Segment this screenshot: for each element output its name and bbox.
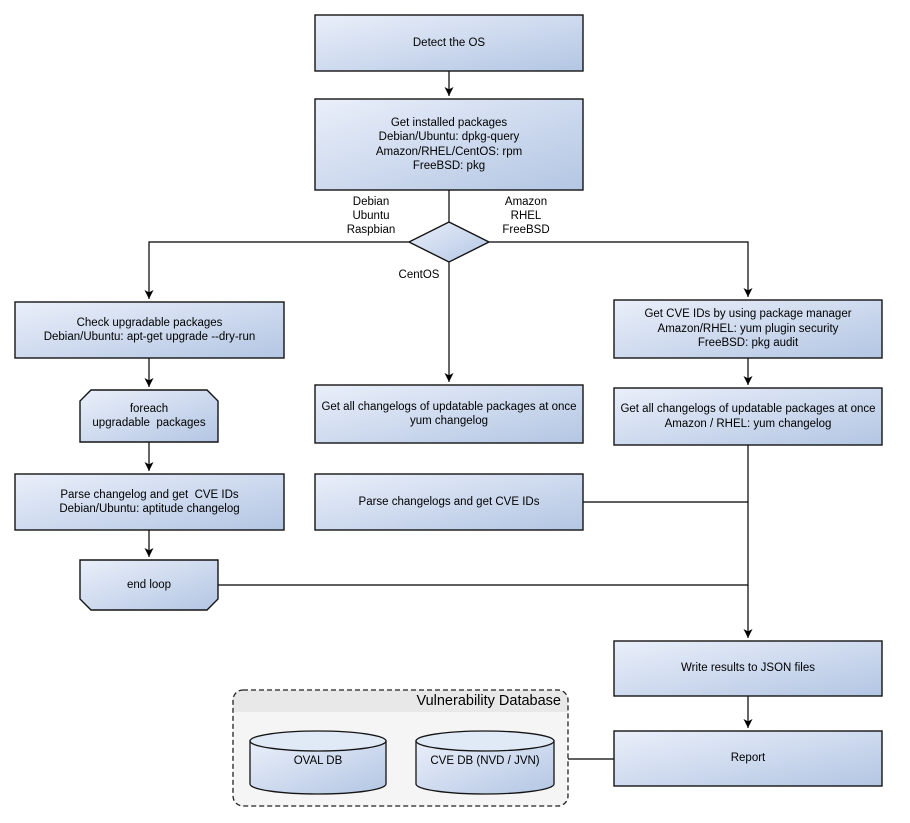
- oval-db-cylinder-top: [249, 730, 387, 752]
- os-decision-diamond: [407, 221, 491, 263]
- check-upgradable-box: [14, 301, 285, 359]
- get-installed-packages-box: [314, 98, 584, 191]
- database-cylinders: [249, 730, 555, 795]
- edge-decision-left: [144, 241, 409, 299]
- detect-os-box: [314, 14, 584, 72]
- get-changelogs-right-box: [613, 387, 883, 446]
- get-cve-ids-pkg-mgr-box: [613, 299, 883, 359]
- write-results-box: [613, 640, 883, 697]
- cve-db-cylinder-top: [415, 730, 555, 752]
- cve-db-cylinder-body: [415, 740, 555, 795]
- foreach-loop-shape: [79, 389, 219, 443]
- get-changelogs-centos-box: [314, 384, 584, 444]
- process-boxes: [14, 14, 883, 787]
- vulnerability-database-border: [232, 689, 569, 807]
- parse-changelog-left-box: [14, 473, 285, 531]
- edge-decision-right: [489, 241, 753, 297]
- oval-db-cylinder-body: [249, 740, 387, 795]
- parse-changelogs-mid-box: [314, 473, 584, 531]
- connector-lines: [144, 71, 753, 760]
- report-box: [613, 730, 883, 787]
- vulnerability-database-header-band: [233, 690, 568, 712]
- end-loop-shape: [79, 559, 219, 611]
